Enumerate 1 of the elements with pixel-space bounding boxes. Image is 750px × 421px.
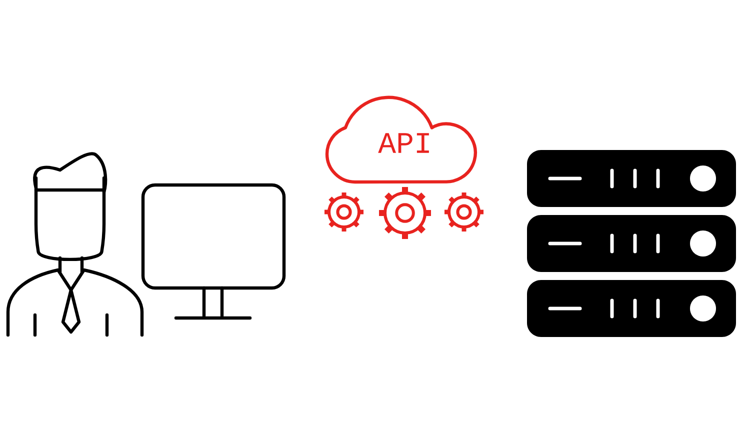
- cloud-node: API: [325, 96, 477, 184]
